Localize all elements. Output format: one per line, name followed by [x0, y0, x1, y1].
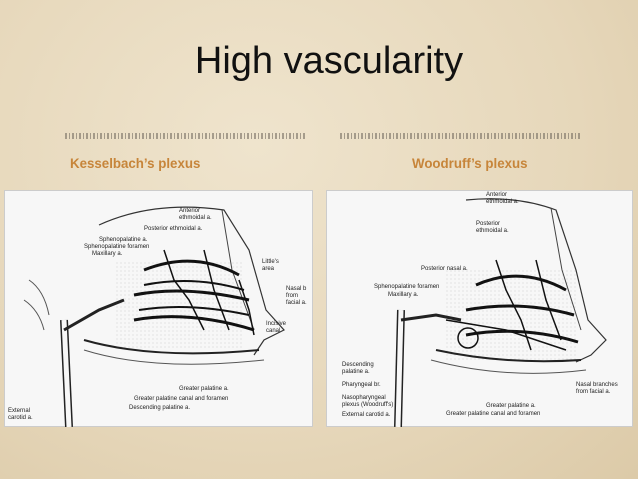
- label-descending-palatine: Descending: [342, 362, 374, 368]
- decorative-scribble-right: [340, 133, 580, 139]
- woodruff-illustration: Anterior ethmoidal a. Posterior ethmoida…: [326, 190, 633, 427]
- kesselbach-heading: Kesselbach’s plexus: [70, 155, 200, 171]
- label-descending-palatine-2: palatine a.: [342, 369, 370, 375]
- label-posterior-ethmoidal: Posterior: [476, 221, 500, 227]
- label-nasal-branches-2: from facial a.: [576, 389, 611, 395]
- label-external-carotid: External: [8, 408, 30, 414]
- label-nasal-3: facial a.: [286, 300, 307, 306]
- label-nasal-2: from: [286, 293, 298, 299]
- label-anterior-ethmoidal: Anterior: [179, 208, 200, 214]
- kesselbach-illustration: Anterior ethmoidal a. Posterior ethmoida…: [4, 190, 313, 427]
- decorative-scribble-left: [65, 133, 305, 139]
- label-posterior-ethmoidal-2: ethmoidal a.: [476, 228, 509, 234]
- label-anterior-ethmoidal-2: ethmoidal a.: [179, 215, 212, 221]
- label-anterior-ethmoidal: Anterior: [486, 192, 507, 198]
- label-sphenopalatine-foramen: Sphenopalatine foramen: [84, 244, 149, 250]
- label-posterior-nasal: Posterior nasal a.: [421, 266, 468, 272]
- woodruff-heading: Woodruff’s plexus: [412, 155, 528, 171]
- label-incisive: Incisive: [266, 321, 287, 327]
- label-posterior-ethmoidal: Posterior ethmoidal a.: [144, 226, 203, 232]
- label-nasal-branches: Nasal branches: [576, 382, 618, 388]
- label-sphenopalatine-foramen: Sphenopalatine foramen: [374, 284, 439, 290]
- label-external-carotid-2: carotid a.: [8, 415, 33, 421]
- woodruff-diagram: Anterior ethmoidal a. Posterior ethmoida…: [326, 190, 633, 427]
- label-maxillary: Maxillary a.: [388, 292, 419, 298]
- label-littles: Little's: [262, 259, 279, 265]
- label-littles-2: area: [262, 266, 275, 272]
- label-nasopharyngeal-2: plexus (Woodruff's): [342, 402, 393, 408]
- label-greater-palatine-canal: Greater palatine canal and foramen: [134, 396, 228, 402]
- label-greater-palatine: Greater palatine a.: [486, 403, 536, 409]
- slide-title: High vascularity: [0, 40, 638, 83]
- label-pharyngeal: Pharyngeal br.: [342, 382, 381, 388]
- label-nasal: Nasal b: [286, 286, 307, 292]
- label-sphenopalatine: Sphenopalatine a.: [99, 237, 148, 243]
- label-external-carotid: External carotid a.: [342, 412, 391, 418]
- label-nasopharyngeal: Nasopharyngeal: [342, 395, 386, 401]
- kesselbach-diagram: Anterior ethmoidal a. Posterior ethmoida…: [4, 190, 313, 427]
- label-maxillary: Maxillary a.: [92, 251, 123, 257]
- label-greater-palatine: Greater palatine a.: [179, 386, 229, 392]
- label-incisive-2: canal: [266, 328, 280, 334]
- label-descending-palatine: Descending palatine a.: [129, 405, 190, 411]
- label-anterior-ethmoidal-2: ethmoidal a.: [486, 199, 519, 205]
- label-greater-palatine-canal: Greater palatine canal and foramen: [446, 411, 540, 417]
